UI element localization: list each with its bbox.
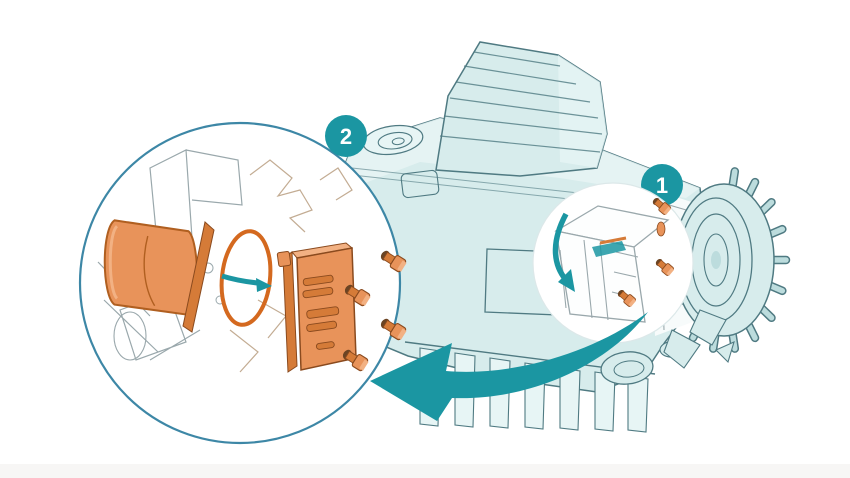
step-2-badge-label: 2	[340, 124, 352, 149]
fan-hub	[711, 251, 721, 269]
fan-vane-3	[715, 341, 735, 364]
foot-oval-inner	[613, 360, 645, 378]
swoosh-arrow-icon	[370, 312, 648, 421]
step-2-badge: 2	[325, 115, 367, 157]
filter-seam	[143, 235, 156, 307]
valve-plate-tab	[276, 250, 292, 268]
magnifier-circle	[78, 121, 409, 445]
fin-slats	[419, 347, 649, 433]
gasket-rod	[182, 221, 215, 333]
screw-in-situ-stub	[656, 221, 666, 237]
right-arrow-head	[256, 278, 272, 292]
filter-element	[103, 219, 199, 317]
valve-plate	[276, 242, 357, 373]
gasket-strip	[599, 236, 627, 245]
motor-cover-side-face	[558, 55, 607, 168]
fan-shroud	[663, 167, 791, 369]
valve-plate-slots	[302, 274, 340, 350]
filter-highlight	[108, 225, 119, 300]
o-ring	[219, 229, 273, 327]
fan-cage-arc-3	[703, 233, 729, 287]
top-plate-outline	[400, 169, 440, 199]
motor-cover-ribs	[439, 51, 603, 153]
valve-box-sketch	[554, 205, 670, 323]
filler-cap-boss	[362, 124, 424, 156]
fan-vane-2	[663, 329, 701, 369]
foot-oval-large	[600, 351, 654, 385]
down-arrow-icon	[552, 212, 575, 292]
valve-box-detail-lines	[559, 239, 639, 321]
right-arrow-shaft	[221, 273, 259, 286]
filter-body	[103, 219, 199, 317]
right-arrow-icon	[221, 273, 272, 292]
motor-cover	[435, 41, 608, 177]
fan-vane-1	[689, 309, 727, 346]
reed-valve-part	[592, 241, 626, 257]
housing-sketch-oval	[113, 311, 147, 361]
step-1-badge-label: 1	[656, 173, 668, 198]
down-arrow-shaft	[552, 212, 569, 282]
housing-sketch-warm	[229, 159, 353, 373]
down-arrow-head	[558, 269, 575, 292]
step-2-badge-circle	[325, 115, 367, 157]
detail-circle	[532, 182, 694, 344]
background-strip	[0, 464, 850, 478]
